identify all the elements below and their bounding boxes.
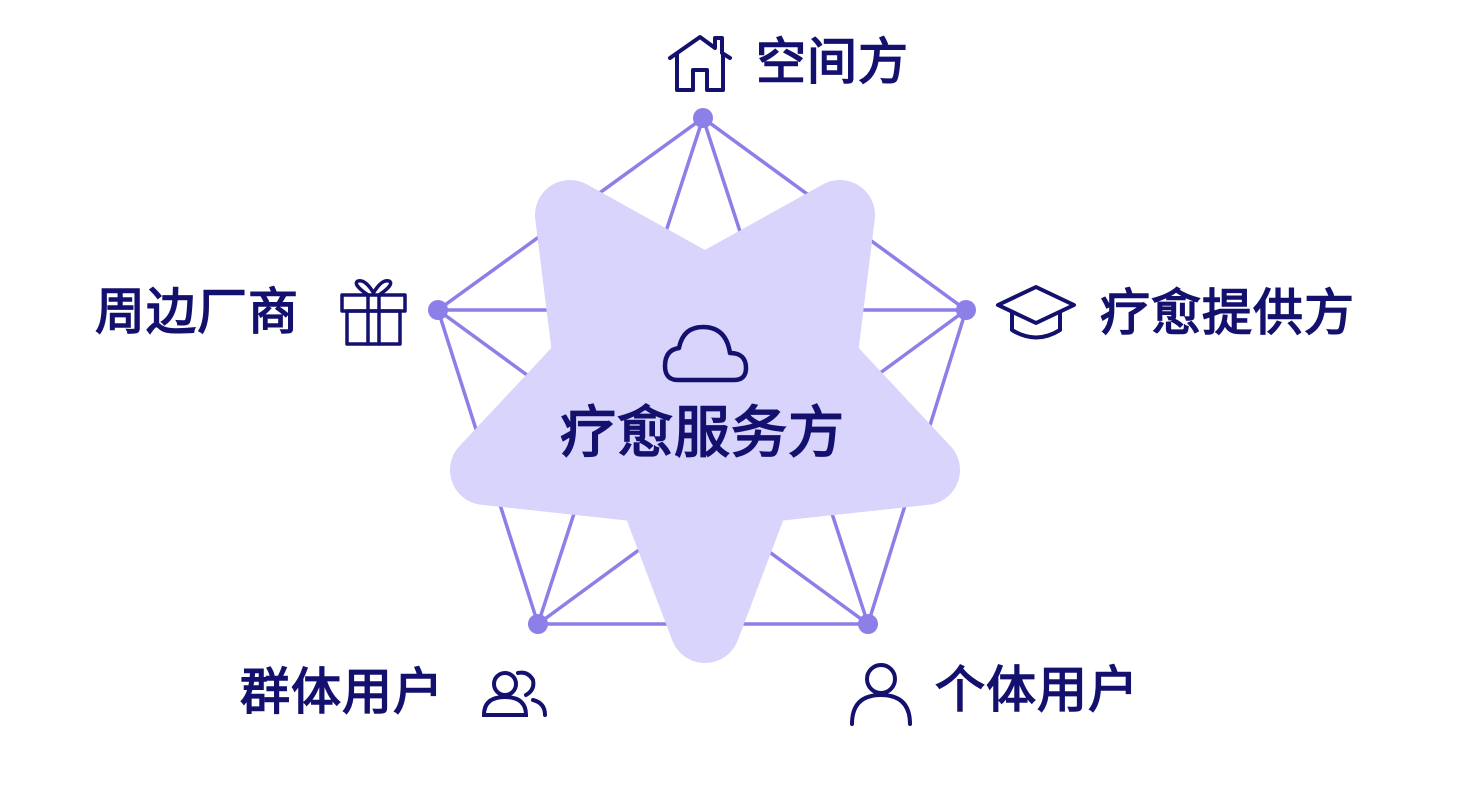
dot-vendors: [428, 300, 448, 320]
house-icon: [668, 35, 732, 92]
gift-icon: [340, 278, 407, 346]
node-label-healing-provider: 疗愈提供方: [1100, 283, 1355, 342]
users-icon: [481, 670, 547, 717]
node-label-group-users: 群体用户: [240, 662, 444, 721]
dot-provider: [956, 300, 976, 320]
node-dots: [428, 108, 976, 634]
node-label-space: 空间方: [756, 32, 909, 91]
dot-individual: [858, 614, 878, 634]
dot-space: [693, 108, 713, 128]
cloud-icon: [662, 324, 749, 383]
node-label-vendors: 周边厂商: [95, 282, 299, 341]
node-label-individual-users: 个体用户: [935, 660, 1139, 719]
center-star: [450, 180, 960, 663]
graduation-cap-icon: [996, 285, 1076, 340]
user-icon: [850, 663, 912, 726]
dot-group: [528, 614, 548, 634]
center-label: 疗愈服务方: [560, 400, 845, 466]
